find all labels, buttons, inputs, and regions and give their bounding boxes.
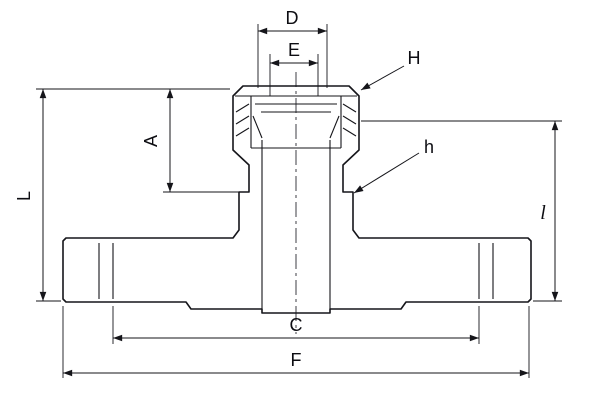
dim-label-a: A <box>141 135 161 147</box>
dim-label-f: F <box>291 350 302 370</box>
thread-tick <box>342 127 357 137</box>
thread-tick <box>235 103 250 113</box>
callout-label-h-lower: h <box>424 137 434 157</box>
leader-line <box>353 152 420 194</box>
thread-tick <box>235 115 250 125</box>
callout-H: H <box>360 48 421 91</box>
dim-label-l-upper: L <box>14 191 34 201</box>
internal-lines <box>98 95 494 309</box>
seat-taper-left <box>252 115 263 139</box>
fitting-outline <box>62 85 532 314</box>
thread-tick <box>342 115 357 125</box>
leader-line <box>360 65 405 91</box>
dimension-l: l <box>361 120 562 302</box>
dimension-A: A <box>36 88 243 193</box>
dimension-L: L <box>14 89 61 302</box>
part-geometry <box>62 72 532 334</box>
seat-taper-right <box>329 115 340 139</box>
dim-label-l-lower: l <box>540 202 546 224</box>
thread-tick <box>235 127 250 137</box>
dimension-F: F <box>62 306 530 378</box>
dimension-E: E <box>269 40 319 96</box>
dim-label-c: C <box>290 315 303 335</box>
callout-label-h-upper: H <box>408 48 421 68</box>
thread-tick <box>342 103 357 113</box>
callout-h: h <box>353 137 434 194</box>
dim-label-e: E <box>288 40 300 60</box>
dim-label-d: D <box>286 8 299 28</box>
dimension-D: D <box>257 8 328 88</box>
dimension-C: C <box>112 306 480 344</box>
